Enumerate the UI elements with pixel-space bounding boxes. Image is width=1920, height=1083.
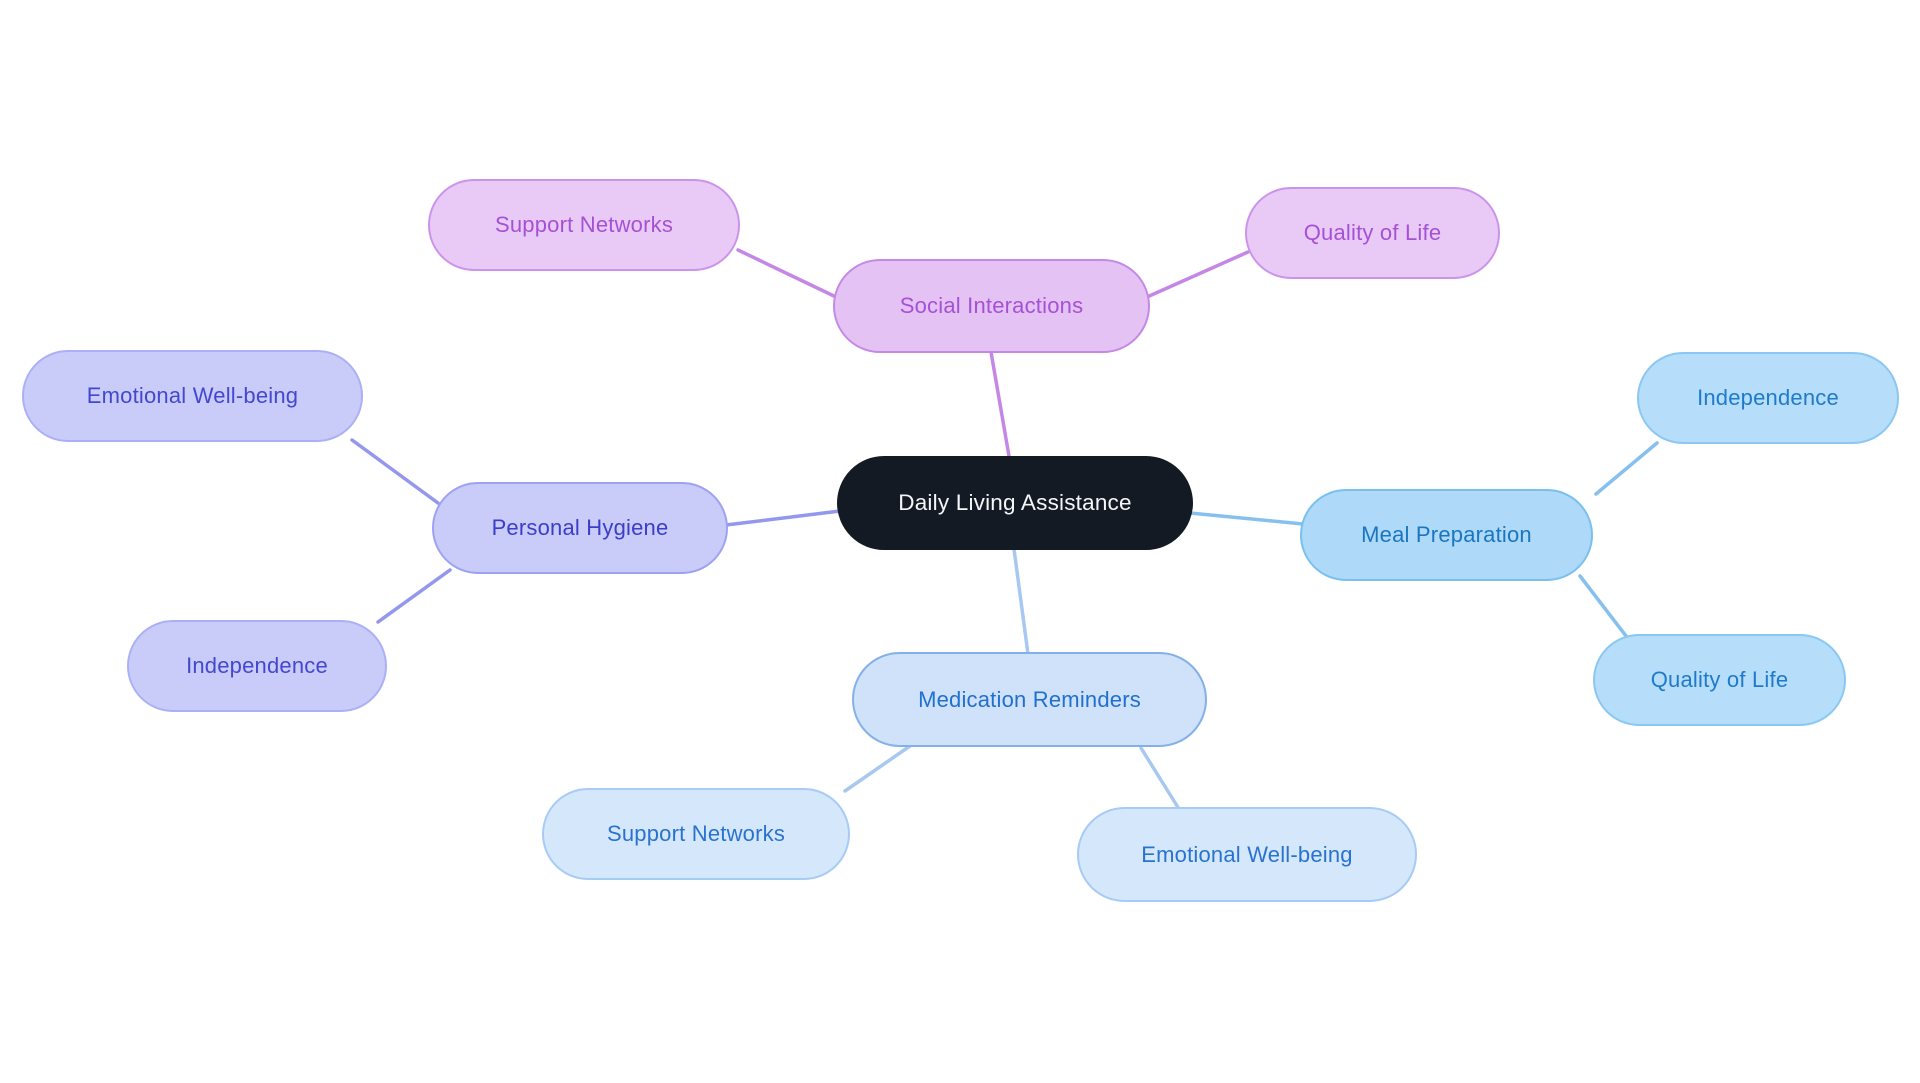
node-label: Emotional Well-being: [86, 383, 299, 408]
edge-medication-support: [843, 744, 912, 793]
node-label: Meal Preparation: [1361, 522, 1532, 547]
node-daily-living-assistance[interactable]: Daily Living Assistance: [837, 456, 1193, 550]
node-label: Independence: [186, 653, 328, 678]
edge-meal-quality-of-life: [1578, 574, 1628, 638]
node-label: Quality of Life: [1303, 220, 1442, 245]
node-label: Support Networks: [494, 212, 674, 237]
node-quality-of-life-top[interactable]: Quality of Life: [1245, 187, 1500, 279]
edge-medication-emotional: [1139, 746, 1181, 811]
node-label: Quality of Life: [1650, 667, 1789, 692]
node-support-networks-top[interactable]: Support Networks: [428, 179, 740, 271]
node-label: Social Interactions: [899, 293, 1084, 318]
node-medication-reminders[interactable]: Medication Reminders: [852, 652, 1207, 747]
edge-center-meal: [1188, 511, 1305, 526]
edge-center-social: [989, 350, 1011, 458]
edge-meal-independence: [1594, 441, 1659, 496]
edge-personal-emotional: [350, 438, 440, 505]
node-social-interactions[interactable]: Social Interactions: [833, 259, 1150, 353]
edge-social-support-networks: [736, 248, 838, 299]
node-label: Personal Hygiene: [491, 515, 669, 540]
node-emotional-well-being-bottom[interactable]: Emotional Well-being: [1077, 807, 1417, 902]
node-emotional-well-being-left[interactable]: Emotional Well-being: [22, 350, 363, 442]
node-label: Daily Living Assistance: [898, 490, 1132, 515]
edge-social-quality-of-life: [1145, 250, 1250, 299]
node-independence-left[interactable]: Independence: [127, 620, 387, 712]
edge-center-medication: [1012, 547, 1030, 656]
node-label: Independence: [1697, 385, 1839, 410]
edge-center-personal: [724, 509, 842, 527]
node-independence-right[interactable]: Independence: [1637, 352, 1899, 444]
node-personal-hygiene[interactable]: Personal Hygiene: [432, 482, 728, 574]
edge-personal-independence: [376, 568, 452, 624]
node-support-networks-bottom[interactable]: Support Networks: [542, 788, 850, 880]
node-quality-of-life-right[interactable]: Quality of Life: [1593, 634, 1846, 726]
node-meal-preparation[interactable]: Meal Preparation: [1300, 489, 1593, 581]
node-label: Support Networks: [606, 821, 786, 846]
node-label: Emotional Well-being: [1141, 841, 1353, 867]
node-label: Medication Reminders: [918, 686, 1141, 712]
